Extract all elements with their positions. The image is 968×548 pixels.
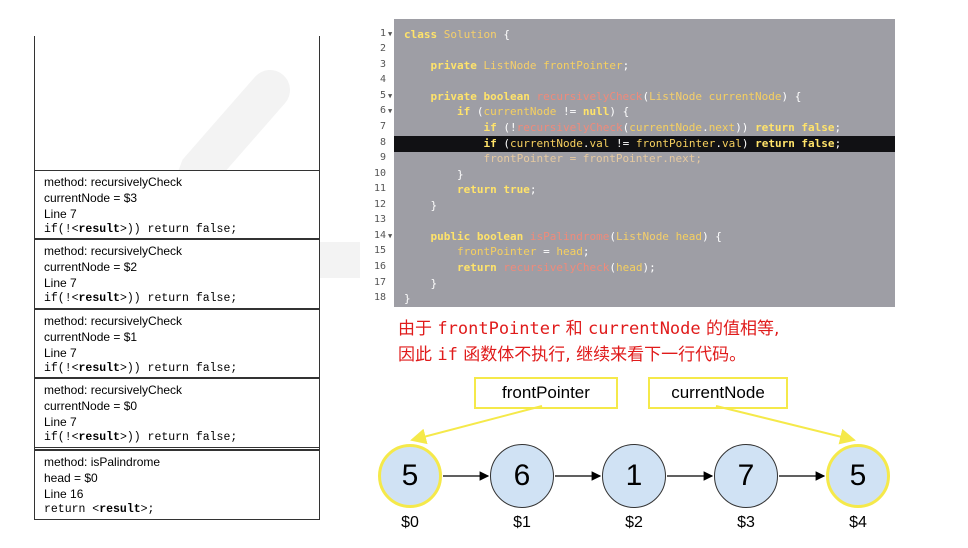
list-node: 5 xyxy=(826,444,890,508)
code-line: if (!recursivelyCheck(currentNode.next))… xyxy=(483,121,842,134)
frame-method: method: isPalindrome xyxy=(44,455,161,469)
code-line: private ListNode frontPointer; xyxy=(430,59,630,72)
code-area xyxy=(394,19,895,307)
line-number: 17 xyxy=(373,277,386,288)
frame-variable: currentNode = $0 xyxy=(44,399,138,413)
frame-line: Line 16 xyxy=(44,487,84,501)
frame-line: Line 7 xyxy=(44,276,77,290)
stack-frame: method: isPalindrome head = $0 Line 16 r… xyxy=(34,449,320,520)
frame-variable: currentNode = $2 xyxy=(44,260,138,274)
frame-variable: head = $0 xyxy=(44,471,98,485)
line-number: 8 xyxy=(379,137,386,148)
explanation-text: 由于 frontPointer 和 currentNode 的值相等, 因此 i… xyxy=(398,319,780,365)
code-line: return true; xyxy=(456,183,537,196)
line-number: 16 xyxy=(373,261,386,272)
node-address: $4 xyxy=(849,514,867,531)
code-line: frontPointer = frontPointer.next; xyxy=(404,152,703,165)
frame-method: method: recursivelyCheck xyxy=(44,383,183,397)
stack-frame: method: recursivelyCheck currentNode = $… xyxy=(34,170,320,239)
line-number: 4 xyxy=(379,74,386,85)
node-address: $2 xyxy=(625,514,643,531)
fold-arrow-icon[interactable]: ▼ xyxy=(388,30,393,38)
fold-arrow-icon[interactable]: ▼ xyxy=(388,92,393,100)
fold-arrow-icon[interactable]: ▼ xyxy=(388,232,393,240)
line-number: 10 xyxy=(373,168,386,179)
frame-code: if(!<result>)) return false; xyxy=(44,431,238,444)
front-pointer-arrow xyxy=(410,405,543,445)
code-line-current: if (currentNode.val != frontPointer.val)… xyxy=(483,137,842,150)
frame-code: if(!<result>)) return false; xyxy=(44,292,238,305)
line-gutter xyxy=(360,19,394,307)
frame-variable: currentNode = $1 xyxy=(44,330,138,344)
line-number: 7 xyxy=(379,121,386,132)
line-number: 2 xyxy=(379,43,386,54)
frame-line: Line 7 xyxy=(44,207,77,221)
frame-code: return <result>; xyxy=(44,503,155,516)
line-number: 1 xyxy=(379,28,386,39)
code-line: public boolean isPalindrome(ListNode hea… xyxy=(430,230,722,243)
line-number: 14 xyxy=(373,230,386,241)
code-line: } xyxy=(430,277,438,290)
frame-method: method: recursivelyCheck xyxy=(44,314,183,328)
frame-method: method: recursivelyCheck xyxy=(44,244,183,258)
fold-arrow-icon[interactable]: ▼ xyxy=(388,107,393,115)
node-address: $0 xyxy=(401,514,419,531)
line-number: 9 xyxy=(379,152,386,163)
frame-variable: currentNode = $3 xyxy=(44,191,138,205)
list-node: 5 xyxy=(378,444,442,508)
frame-line: Line 7 xyxy=(44,415,77,429)
code-line: } xyxy=(430,199,438,212)
code-line: if (currentNode != null) { xyxy=(456,105,630,118)
code-line: } xyxy=(404,292,411,305)
line-number: 13 xyxy=(373,214,386,225)
node-address: $1 xyxy=(513,514,531,531)
frame-method: method: recursivelyCheck xyxy=(44,175,183,189)
list-node: 7 xyxy=(714,444,778,508)
line-number: 15 xyxy=(373,245,386,256)
line-number: 5 xyxy=(379,90,386,101)
frame-code: if(!<result>)) return false; xyxy=(44,362,238,375)
line-number: 18 xyxy=(373,292,386,303)
code-line: private boolean recursivelyCheck(ListNod… xyxy=(430,90,802,103)
line-number: 11 xyxy=(373,183,386,194)
list-node: 6 xyxy=(490,444,554,508)
current-line-highlight xyxy=(394,136,895,152)
list-node: 1 xyxy=(602,444,666,508)
code-line: } xyxy=(456,168,464,181)
node-address: $3 xyxy=(737,514,755,531)
stack-frame: method: recursivelyCheck currentNode = $… xyxy=(34,309,320,378)
current-node-label: currentNode xyxy=(648,377,788,409)
frame-code: if(!<result>)) return false; xyxy=(44,223,238,236)
stack-frame: method: recursivelyCheck currentNode = $… xyxy=(34,239,320,309)
code-line: frontPointer = head; xyxy=(456,245,590,258)
line-number: 6 xyxy=(379,105,386,116)
current-node-arrow xyxy=(715,405,856,445)
frame-line: Line 7 xyxy=(44,346,77,360)
code-line: return recursivelyCheck(head); xyxy=(456,261,656,274)
stack-frame: method: recursivelyCheck currentNode = $… xyxy=(34,378,320,448)
line-number: 3 xyxy=(379,59,386,70)
line-number: 12 xyxy=(373,199,386,210)
code-line: class Solution { xyxy=(404,28,510,41)
code-editor: 1 2 3 4 5 6 7 8 9 10 11 12 13 14 15 16 1… xyxy=(360,19,895,307)
front-pointer-label: frontPointer xyxy=(474,377,618,409)
